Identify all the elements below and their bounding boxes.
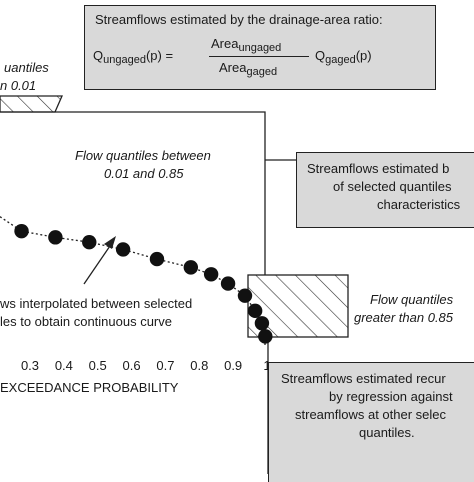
formula-den-sub: gaged <box>246 66 278 78</box>
x-tick-label: 0.5 <box>89 358 107 373</box>
low-quantile-region <box>0 95 63 113</box>
formula-box: Streamflows estimated by the drainage-ar… <box>84 5 436 90</box>
data-point <box>183 260 199 275</box>
drainage-area-formula: Qungaged(p) = Areaungaged Areagaged Qgag… <box>93 36 429 84</box>
mid-quantile-region-outline <box>0 111 266 345</box>
formula-title: Streamflows estimated by the drainage-ar… <box>95 12 383 27</box>
formula-den-area: Area <box>219 60 247 75</box>
data-point <box>82 234 97 250</box>
data-point <box>237 288 253 303</box>
bottom-box-line3: streamflows at other selec <box>295 407 447 422</box>
formula-rhs-q: Q <box>315 48 326 63</box>
x-tick-label: 0.6 <box>123 358 141 373</box>
x-tick-label: 0.8 <box>190 358 208 373</box>
data-point <box>115 242 131 257</box>
bottom-box-line2: by regression against <box>329 389 453 404</box>
formula-lhs-q: Q <box>93 48 104 63</box>
formula-rhs-sub: gaged <box>325 54 356 66</box>
interp-label-2: les to obtain continuous curve <box>0 314 172 329</box>
interp-pointer-arrowhead <box>104 236 116 249</box>
data-point <box>48 230 63 245</box>
regression-box: Streamflows estimated recur by regressio… <box>268 362 474 482</box>
data-points <box>14 223 273 344</box>
formula-num-sub: ungaged <box>238 42 282 54</box>
high-quantile-label-2: greater than 0.85 <box>354 310 454 325</box>
right-box-line2: of selected quantiles <box>333 179 452 194</box>
regional-characteristics-box: Streamflows estimated b of selected quan… <box>296 152 474 228</box>
x-tick-label: 0.7 <box>156 358 174 373</box>
x-tick-label: 0.3 <box>21 358 39 373</box>
interp-pointer-line <box>83 242 113 285</box>
data-point <box>149 251 165 267</box>
data-point <box>14 223 29 239</box>
data-point <box>247 303 263 319</box>
formula-fraction-bar <box>209 56 309 58</box>
data-point <box>258 329 273 344</box>
interp-label-1: ws interpolated between selected <box>0 296 193 311</box>
data-point <box>254 316 270 331</box>
formula-num-area: Area <box>211 36 239 51</box>
bottom-box-line4: quantiles. <box>359 425 415 440</box>
x-tick-label: 0.4 <box>55 358 73 373</box>
right-box-line1: Streamflows estimated b <box>307 161 450 176</box>
high-quantile-label-1: Flow quantiles <box>370 292 454 307</box>
mid-quantile-label-2: 0.01 and 0.85 <box>104 166 184 181</box>
x-tick-label: 0.9 <box>224 358 242 373</box>
formula-lhs-sub: ungaged <box>103 54 146 66</box>
low-quantile-label-1: uantiles <box>4 60 49 75</box>
right-box-line3: characteristics <box>377 197 461 212</box>
x-tick-label: 1 <box>263 358 270 373</box>
data-point <box>220 276 236 291</box>
formula-lhs-p: (p) = <box>145 48 174 63</box>
x-axis-ticks: 0.3 0.4 0.5 0.6 0.7 0.8 0.9 1 <box>21 358 271 373</box>
bottom-box-line1: Streamflows estimated recur <box>281 371 446 386</box>
formula-rhs-p: (p) <box>355 48 372 63</box>
low-quantile-label-2: n 0.01 <box>0 78 37 93</box>
mid-quantile-label-1: Flow quantiles between <box>75 148 211 163</box>
data-point <box>203 267 219 282</box>
x-axis-label: EXCEEDANCE PROBABILITY <box>0 380 179 395</box>
